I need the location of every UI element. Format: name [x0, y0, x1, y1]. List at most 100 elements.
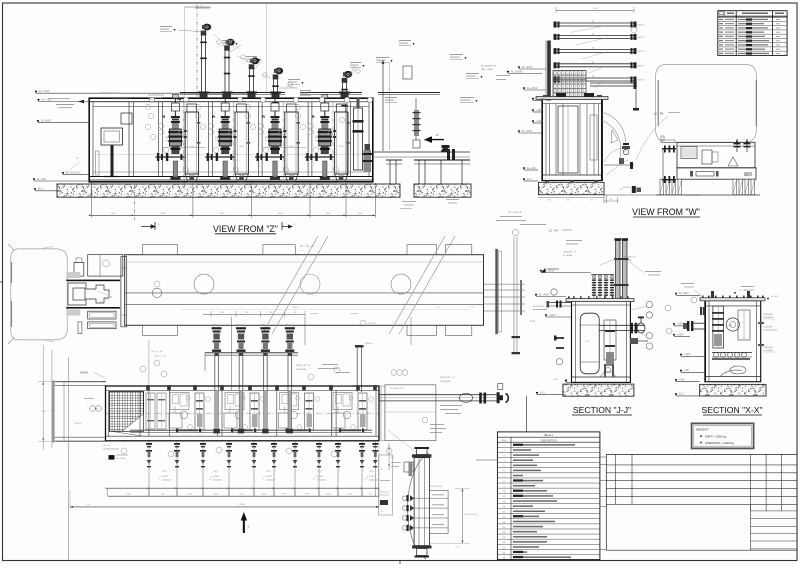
svg-text:Z=800 H: Z=800 H	[365, 343, 373, 345]
svg-text:1300: 1300	[161, 213, 167, 215]
svg-text:LG 1: LG 1	[585, 341, 590, 343]
svg-text:TW(2)-MF "+"F: TW(2)-MF "+"F	[622, 257, 636, 259]
svg-text:TOP OF REF. BEAM: TOP OF REF. BEAM	[100, 92, 120, 95]
svg-text:J: J	[158, 223, 160, 226]
svg-text:16: 16	[503, 522, 506, 524]
svg-text:11: 11	[503, 496, 506, 498]
svg-text:378.5: 378.5	[214, 493, 219, 495]
svg-text:19: 19	[503, 537, 506, 539]
svg-text:EL +6100: EL +6100	[522, 66, 533, 69]
svg-text:13: 13	[503, 506, 506, 508]
svg-text:C: C	[87, 403, 89, 405]
svg-text:1500: 1500	[126, 493, 130, 495]
svg-text:(A) = (U): (A) = (U)	[103, 444, 111, 447]
svg-text:Z: Z	[248, 525, 250, 529]
svg-text:IN: IN	[592, 21, 595, 23]
svg-text:PL-100x9L TYP: PL-100x9L TYP	[390, 388, 405, 390]
svg-text:(E)-(T) - (E): (E)-(T) - (E)	[155, 356, 167, 358]
svg-text:4x M4 BOLT: 4x M4 BOLT	[533, 306, 545, 308]
svg-text:W: W	[436, 133, 439, 137]
svg-text:TW 400KM: TW 400KM	[296, 369, 306, 371]
svg-text:TW(2): TW(2)	[266, 471, 271, 473]
svg-text:F1 400KM: F1 400KM	[763, 317, 773, 319]
svg-text:EL 0: EL 0	[679, 393, 684, 396]
svg-text:+657: +657	[684, 369, 690, 372]
svg-text:+4007: +4007	[549, 314, 556, 317]
svg-text:TE: TE	[96, 409, 98, 411]
svg-text:DESCRIPTION: DESCRIPTION	[541, 440, 557, 442]
svg-text:IN: IN	[592, 62, 595, 64]
svg-text:508: 508	[471, 307, 474, 309]
svg-text:BE-E-1: BE-E-1	[544, 433, 553, 437]
svg-text:TW(2)-MF "+"F: TW(2)-MF "+"F	[563, 252, 577, 254]
svg-text:F1 400KM: F1 400KM	[763, 350, 773, 352]
svg-text:500: 500	[548, 200, 551, 202]
svg-text:HBF - 100E: HBF - 100E	[481, 69, 493, 71]
svg-text:7.40: 7.40	[455, 547, 459, 549]
svg-text:378.5: 378.5	[262, 493, 267, 495]
svg-text:J: J	[294, 223, 296, 226]
svg-text:EL +4807: EL +4807	[41, 120, 52, 123]
svg-text:12: 12	[503, 501, 506, 503]
svg-text:+400: +400	[679, 379, 685, 382]
svg-text:488: 488	[269, 312, 273, 314]
svg-text:N = 1.0ml: N = 1.0ml	[116, 458, 125, 460]
svg-text:TW(2): TW(2)	[369, 471, 374, 473]
svg-text:TW(2): TW(2)	[162, 471, 167, 473]
svg-text:926.5: 926.5	[282, 493, 287, 495]
svg-text:LC - TM: LC - TM	[549, 230, 558, 233]
svg-text:EL 0: EL 0	[38, 188, 43, 191]
svg-text:W MET(2000): W MET(2000)	[430, 486, 443, 488]
svg-text:EL +5100: EL +5100	[544, 269, 555, 272]
svg-text:4x M4 HE: 4x M4 HE	[763, 327, 772, 329]
svg-text:PL-100x9L: PL-100x9L	[511, 70, 523, 73]
svg-text:TW 400KM: TW 400KM	[440, 381, 451, 383]
svg-text:7: 7	[503, 476, 505, 478]
svg-text:22: 22	[503, 552, 506, 554]
svg-text:B: B	[381, 469, 383, 471]
svg-text:PL-8T: PL-8T	[530, 321, 536, 323]
svg-text:11500: 11500	[239, 504, 246, 506]
svg-text:MARK 1: MARK 1	[638, 24, 646, 27]
svg-text:910.5: 910.5	[348, 493, 353, 495]
svg-text:1 MET: 1 MET	[369, 476, 376, 478]
svg-text:SECTION "X-X": SECTION "X-X"	[701, 405, 762, 415]
svg-text:1 MET: 1 MET	[162, 476, 169, 478]
svg-text:488: 488	[220, 312, 224, 314]
svg-text:VIEW FROM "W": VIEW FROM "W"	[632, 207, 700, 217]
svg-text:+4507: +4507	[536, 109, 543, 112]
svg-text:MARK 4: MARK 4	[638, 64, 646, 67]
svg-text:1417: 1417	[436, 307, 441, 309]
svg-text:EL +4807: EL +4807	[739, 290, 748, 292]
svg-text:23: 23	[503, 558, 506, 560]
svg-text:1445 = 4 Ba 76: 1445 = 4 Ba 76	[464, 514, 479, 516]
svg-text:EL +4807: EL +4807	[679, 292, 690, 295]
svg-text:800: 800	[326, 213, 330, 215]
svg-text:15: 15	[503, 517, 506, 519]
svg-text:488: 488	[245, 312, 249, 314]
svg-text:926.5: 926.5	[188, 493, 193, 495]
svg-text:6: 6	[503, 471, 505, 473]
svg-text:1: 1	[503, 445, 505, 447]
svg-text:914: 914	[369, 493, 372, 495]
svg-text:14500: 14500	[292, 307, 299, 309]
svg-text:1.2: 1.2	[200, 6, 204, 8]
svg-text:EL +4807: EL +4807	[539, 293, 550, 296]
svg-text:POS 3-4: POS 3-4	[148, 99, 157, 101]
svg-text:PSV: PSV	[286, 325, 290, 327]
svg-text:VIEW FROM "Z": VIEW FROM "Z"	[213, 224, 278, 234]
svg-text:EL +7157: EL +7157	[42, 98, 53, 101]
svg-text:940: 940	[162, 493, 165, 495]
svg-text:F1 400KM: F1 400KM	[563, 255, 573, 257]
svg-text:IN: IN	[592, 76, 595, 78]
svg-text:1835: 1835	[50, 410, 55, 412]
svg-text:PSV: PSV	[261, 325, 265, 327]
svg-text:EL 0: EL 0	[540, 391, 545, 394]
svg-text:1500: 1500	[86, 504, 90, 506]
svg-text:EL 0: EL 0	[527, 178, 532, 181]
svg-text:5: 5	[503, 466, 505, 468]
svg-text:SUS HE: SUS HE	[74, 423, 82, 425]
svg-text:1 MET: 1 MET	[317, 476, 324, 478]
svg-text:EL +7400: EL +7400	[39, 90, 50, 93]
svg-text:1 MET: 1 MET	[213, 476, 220, 478]
